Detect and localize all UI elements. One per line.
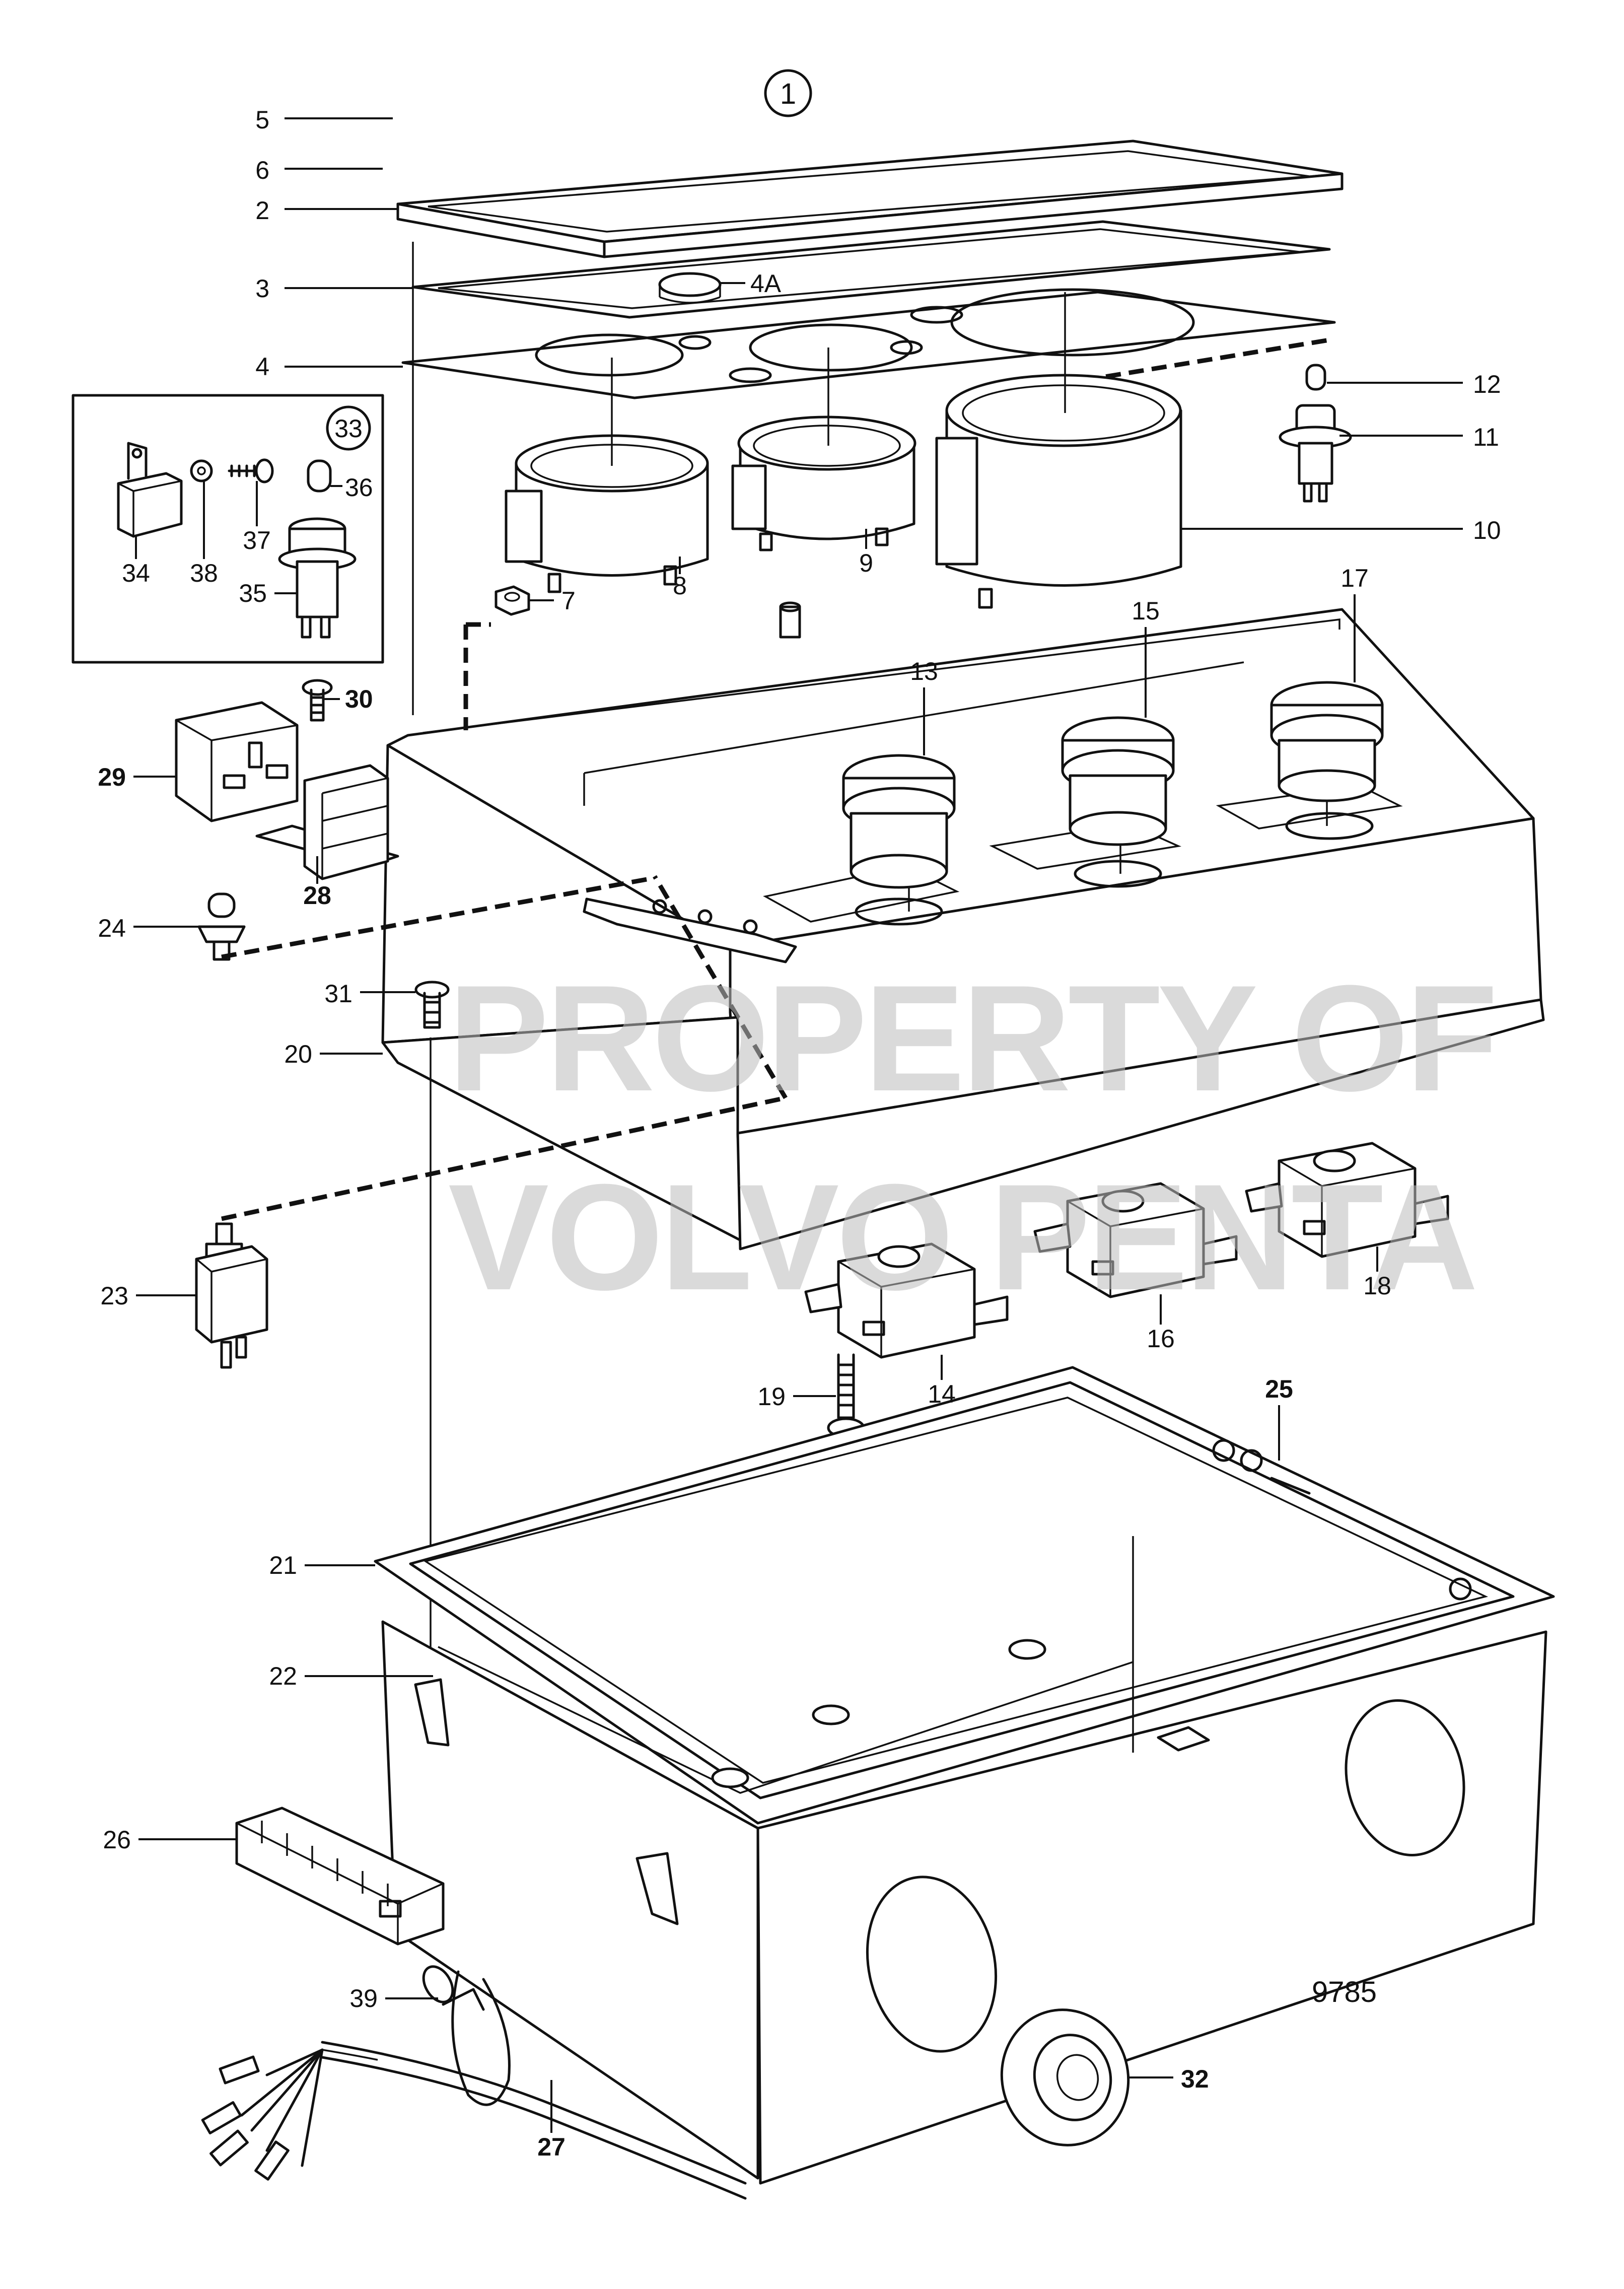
switch-13 [842,754,956,889]
callout-label-37: 37 [243,526,271,554]
gasket [411,220,1331,319]
callout-label-20: 20 [284,1040,312,1068]
subgroup-inset-box [72,394,384,664]
callout-label-16: 16 [1147,1325,1175,1353]
frame-seal-21 [374,1366,1555,1825]
watermark: PROPERTY OF VOLVO PENTA [448,953,1498,1322]
switch-body-16 [1033,1182,1238,1298]
callout-label-18: 18 [1363,1272,1391,1300]
cable-tie-39 [422,1965,511,2106]
instrument-small-left [505,358,709,593]
callout-label-9: 9 [859,549,873,577]
callout-label-10: 10 [1473,516,1501,544]
callout-label-14: 14 [928,1380,956,1408]
screw-31 [414,981,450,1029]
inset-lamp-holder [278,517,357,639]
callout-label-30: 30 [345,685,373,713]
inset-lamp [307,459,332,493]
callout-label-36: 36 [345,473,373,502]
callout-label-4: 4 [255,353,269,381]
callout-label-25: 25 [1265,1375,1293,1403]
drawing-number: 9785 [1312,1976,1377,2008]
lamp-24 [197,892,246,961]
callout-label-32: 32 [1181,2065,1209,2093]
callout-label-24: 24 [98,914,126,942]
callout-label-8: 8 [673,572,687,600]
cable-harness-27 [201,2041,747,2200]
callout-label-31: 31 [324,980,352,1008]
inset-washer-and-screw [190,458,274,483]
callout-label-4A: 4A [750,269,782,298]
top-cover-plate [396,140,1344,258]
callout-label-5: 5 [255,106,269,134]
callout-label-13: 13 [910,657,938,685]
callout-label-3: 3 [255,274,269,303]
instrument-large [935,292,1182,609]
callout-label-17: 17 [1340,564,1369,592]
switch-15 [1061,716,1175,846]
watermark-line2: VOLVO PENTA [448,1152,1475,1322]
callout-label-22: 22 [269,1662,297,1690]
panel-housing [381,601,1545,1251]
switch-body-14 [804,1242,1009,1359]
callout-label-27: 27 [537,2133,566,2161]
callout-label-15: 15 [1132,597,1160,625]
callout-label-11: 11 [1473,423,1499,451]
circuit-breaker-23 [195,1222,268,1369]
callout-label-21: 21 [269,1551,297,1579]
callout-label-7: 7 [561,587,576,615]
terminal-block-26 [235,1807,445,1946]
callout-label-28: 28 [303,881,331,910]
callout-label-35: 35 [239,579,267,607]
callout-label-6: 6 [255,156,269,184]
group-number: 1 [780,78,796,110]
inset-relay [117,442,183,538]
enclosure-box-22 [381,1439,1547,2185]
figure-labels: 1 33 9785 [326,69,1377,2008]
switch-body-18 [1245,1142,1449,1258]
nut-7 [495,585,530,616]
callout-label-29: 29 [98,763,126,791]
plug-4a [658,272,722,304]
watermark-line1: PROPERTY OF [448,953,1495,1123]
relay-bracket-28 [255,764,399,880]
relay-29 [175,701,299,822]
callout-label-2: 2 [255,196,269,225]
switch-17 [1270,681,1384,802]
instrument-small-middle [731,348,916,551]
callout-label-12: 12 [1473,370,1501,398]
callout-label-39: 39 [349,1984,378,2013]
grommet-32 [1000,2008,1130,2146]
callout-label-38: 38 [190,559,218,587]
screw-30 [302,679,333,722]
callout-label-23: 23 [100,1282,128,1310]
callout-label-19: 19 [757,1382,786,1411]
callout-label-34: 34 [122,559,150,587]
callout-label-26: 26 [103,1826,131,1854]
subgroup-number: 33 [334,414,363,443]
lamp-and-holder-right [1279,364,1352,503]
